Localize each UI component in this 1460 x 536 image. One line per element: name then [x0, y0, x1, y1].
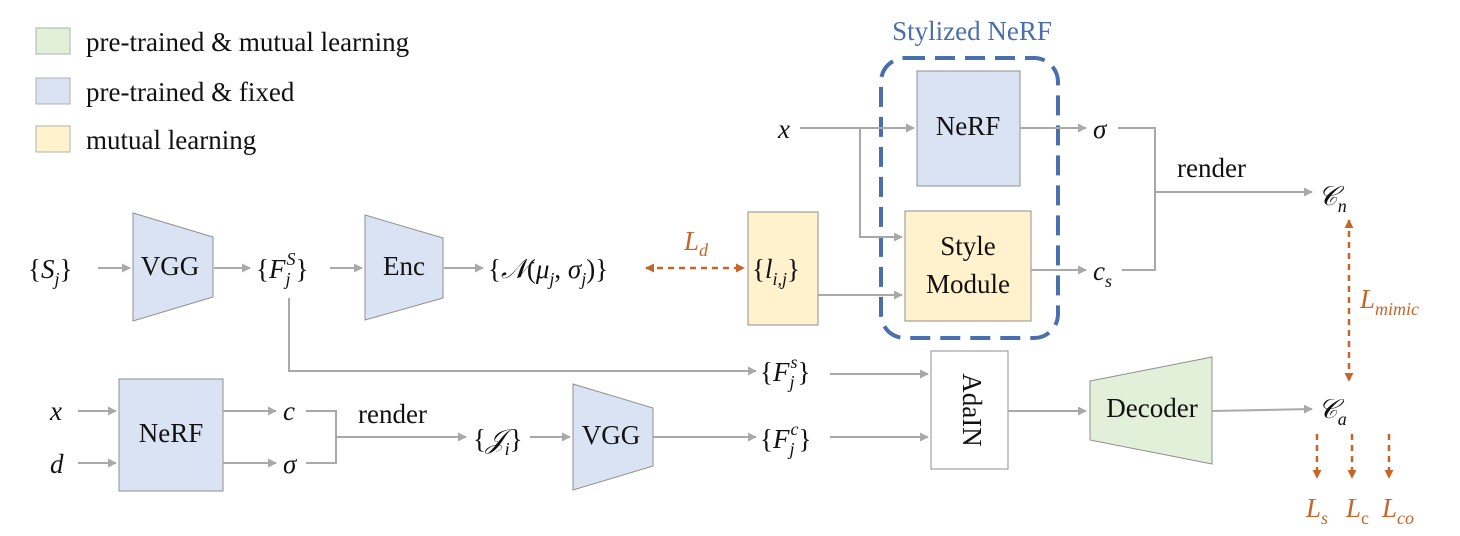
render-top-label: render	[1177, 153, 1246, 183]
legend: pre-trained & mutual learning pre-traine…	[35, 27, 409, 155]
ld-loss-label: Ld	[683, 226, 709, 260]
decoder-label: Decoder	[1106, 393, 1197, 423]
legend-swatch-blue	[35, 77, 71, 105]
lmimic-loss-label: Lmimic	[1359, 284, 1419, 319]
vgg-top-label: VGG	[141, 251, 200, 281]
arrow-decoder-to-ca	[1211, 404, 1313, 414]
position-x-bottom: x	[49, 396, 62, 426]
enc-label: Enc	[383, 251, 425, 281]
nerf-top-block	[916, 70, 1021, 187]
legend-label-green: pre-trained & mutual learning	[86, 27, 409, 57]
nerf-bottom-block	[118, 378, 224, 492]
style-module-label-1: Style	[940, 231, 996, 261]
arrow-fs-skip	[288, 298, 757, 376]
stylized-nerf-title: Stylized NeRF	[892, 16, 1052, 46]
stylized-nerf-group	[879, 56, 1060, 340]
arrow-x-to-style	[859, 128, 903, 242]
legend-label-yellow: mutual learning	[86, 125, 256, 155]
render-bottom-bracket	[306, 410, 337, 464]
legend-swatch-yellow	[35, 125, 71, 153]
rendered-images-set: {𝒥i}	[473, 424, 523, 459]
lco-loss-label: Lco	[1381, 493, 1414, 528]
vgg-top-block	[132, 212, 214, 322]
position-x-top: x	[777, 114, 790, 144]
legend-label-blue: pre-trained & fixed	[86, 77, 295, 107]
style-module-label-2: Module	[926, 269, 1010, 299]
decoder-block	[1089, 356, 1213, 465]
gaussian-set: {𝒩(μj, σj)}	[488, 254, 608, 289]
style-module-block	[904, 210, 1032, 322]
legend-swatch-green	[35, 27, 71, 55]
enc-block	[364, 214, 444, 321]
direction-d: d	[50, 449, 64, 479]
vgg-bottom-label: VGG	[582, 420, 641, 450]
render-top-bracket	[1118, 127, 1156, 271]
ls-loss-label: Ls	[1305, 493, 1328, 528]
style-features-set-bottom: {Fjs}	[760, 352, 810, 392]
style-color-cs: cs	[1093, 256, 1112, 291]
render-bottom-label: render	[358, 399, 427, 429]
adain-label: AdaIN	[957, 373, 987, 446]
latent-codes-block	[747, 211, 819, 326]
adain-block	[930, 350, 1009, 470]
style-features-set: {FjS}	[256, 249, 308, 289]
nerf-top-label: NeRF	[936, 111, 1001, 141]
color-c: c	[283, 396, 295, 426]
style-images-set: {Sj}	[28, 254, 72, 289]
content-features-set: {Fjc}	[760, 419, 811, 459]
nerf-color-cn: 𝒞n	[1318, 181, 1347, 216]
nerf-bottom-label: NeRF	[139, 418, 204, 448]
vgg-bottom-block	[572, 383, 654, 491]
decoded-color-ca: 𝒞a	[1318, 394, 1347, 429]
lc-loss-label: Lc	[1345, 493, 1369, 528]
sigma-bottom: σ	[283, 449, 298, 479]
sigma-top: σ	[1093, 114, 1108, 144]
